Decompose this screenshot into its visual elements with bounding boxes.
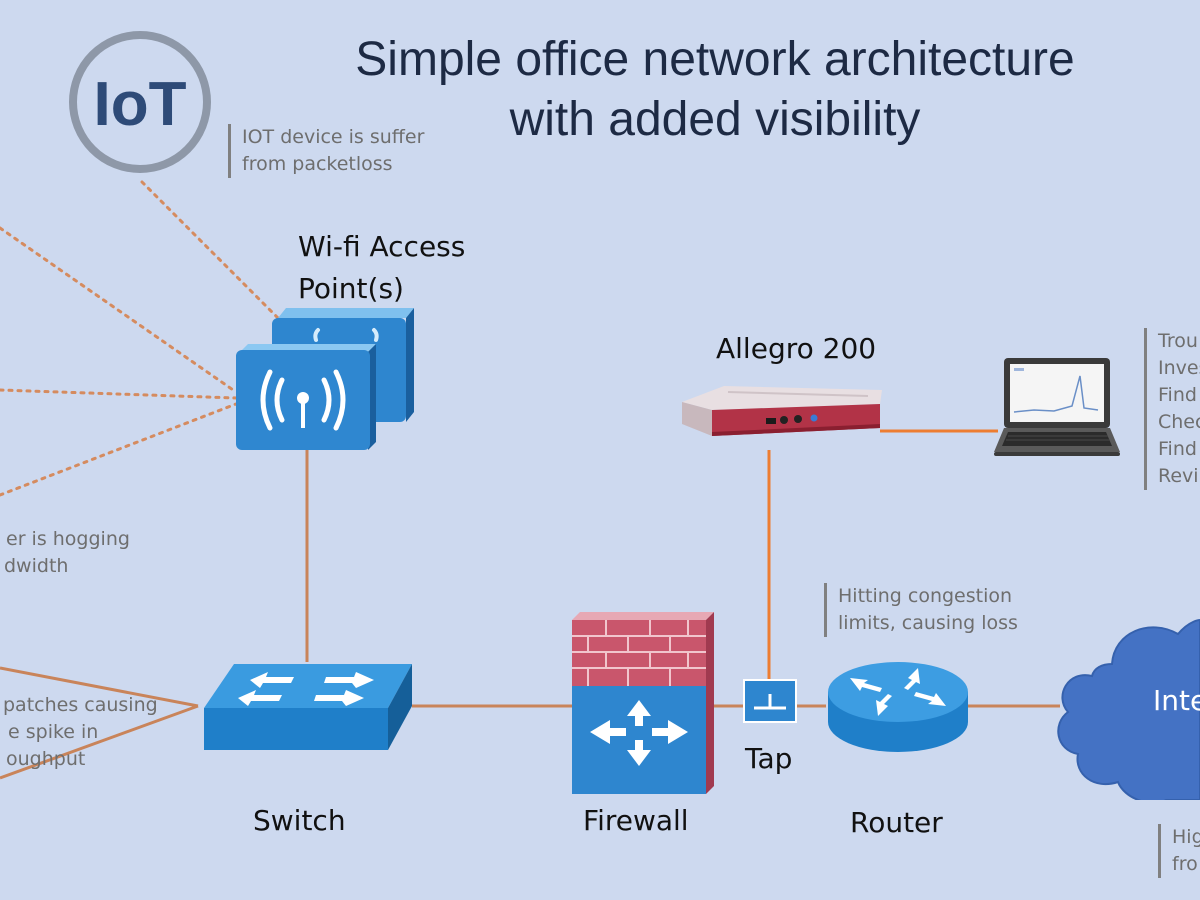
patches-note-line-1: patches causing [3,694,158,716]
tap-icon [743,679,797,723]
iot-wireless-link [140,180,284,324]
router-label: Router [850,806,943,839]
wifi-label: Wi-fi Access Point(s) [298,226,465,310]
allegro-appliance-icon [682,386,882,436]
firewall-icon [572,612,714,794]
congestion-note-line-1: Hitting congestion [838,585,1013,607]
laptop-task-5: Find [1158,438,1197,460]
wireless-link-lower [0,402,238,497]
laptop-task-2: Inves [1158,357,1200,379]
iot-glyph: IoT [94,70,187,139]
left-link-lower [0,704,199,780]
left-link-upper [0,666,199,708]
internet-note-line-2: fro [1172,853,1198,875]
bandwidth-note-line-2: dwidth [4,555,69,577]
title-line-2: with added visibility [509,93,921,146]
bandwidth-note: er is hogging dwidth [0,526,130,580]
bandwidth-note-line-1: er is hogging [6,528,130,550]
switch-icon [204,664,412,750]
switch-label: Switch [253,804,346,837]
laptop-task-1: Trou [1158,330,1198,352]
patches-note-line-2: e spike in [8,721,99,743]
page-title: Simple office network architecture with … [280,30,1150,150]
iot-note-line-2: from packetloss [242,153,393,175]
congestion-note-line-2: limits, causing loss [838,612,1018,634]
congestion-note: Hitting congestion limits, causing loss [824,583,1018,637]
laptop-task-6: Revi [1158,465,1199,487]
cloud-icon [1057,618,1200,800]
internet-label: Inte [1153,684,1200,717]
laptop-task-3: Find [1158,384,1197,406]
iot-note-line-1: IOT device is suffer [242,126,425,148]
wireless-link-middle [0,388,238,400]
title-line-1: Simple office network architecture [355,33,1075,86]
router-icon [828,662,968,752]
firewall-label: Firewall [583,804,689,837]
laptop-task-4: Chec [1158,411,1200,433]
iot-packetloss-note: IOT device is suffer from packetloss [228,124,424,178]
wifi-access-point-icon [236,308,414,450]
tap-label: Tap [745,742,793,775]
allegro-label: Allegro 200 [716,332,877,365]
internet-note: Hig fro [1158,824,1200,878]
wireless-link-upper [0,226,238,394]
internet-note-line-1: Hig [1172,826,1200,848]
wifi-label-line-2: Point(s) [298,272,404,305]
iot-icon: IoT [69,31,211,173]
laptop-tasks-note: Trou Inves Find Chec Find Revi [1144,328,1200,490]
patches-note: patches causing e spike in oughput [0,692,158,773]
patches-note-line-3: oughput [6,748,86,770]
wifi-label-line-1: Wi-fi Access [298,230,466,263]
laptop-icon [994,358,1120,456]
